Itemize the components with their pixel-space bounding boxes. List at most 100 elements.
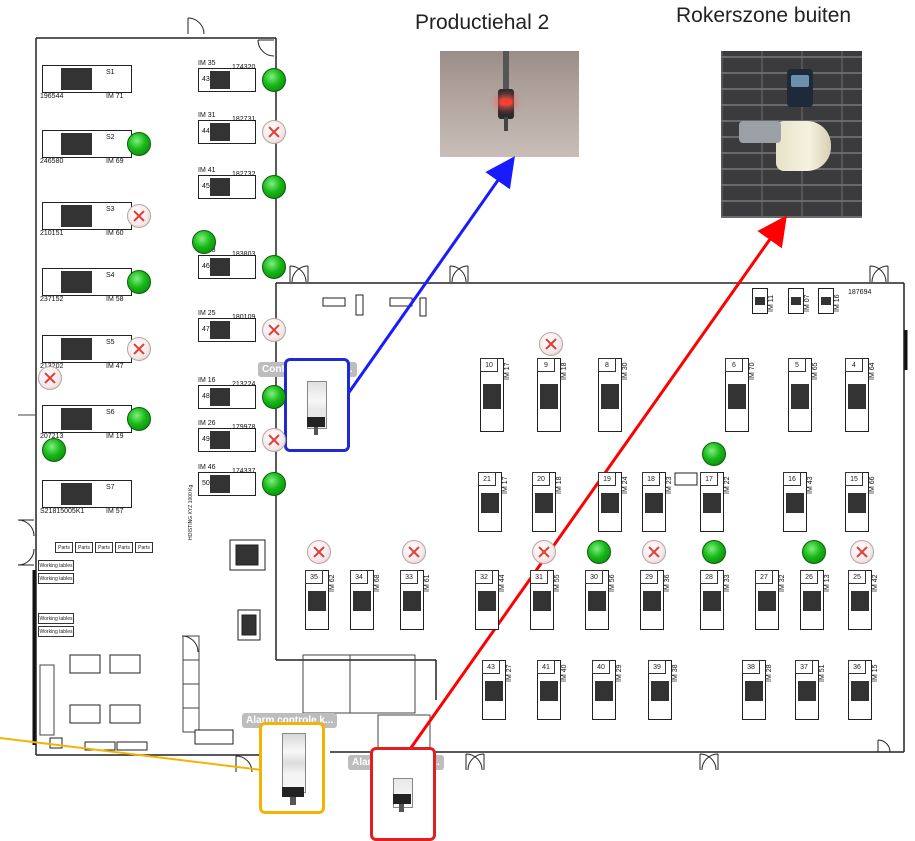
machine (788, 288, 804, 314)
machine (482, 660, 506, 720)
machine-number: 15 (845, 472, 863, 486)
status-bad-icon (532, 540, 556, 564)
machine-id: 179978 (232, 424, 256, 431)
machine-im-label: IM 44 (499, 574, 506, 592)
machine (42, 405, 132, 433)
photo-productiehal (440, 51, 579, 157)
machine-im-label: IM 51 (819, 664, 826, 682)
machine-number: 17 (700, 472, 718, 486)
machine-im-label: IM 25 (198, 310, 216, 317)
machine-im-label: IM 46 (198, 464, 216, 471)
machine-im-label: IM 27 (506, 664, 513, 682)
machine-im-label: IM 29 (616, 664, 623, 682)
orange-line (0, 737, 263, 771)
machine (42, 480, 132, 508)
machine-im-label: IM 57 (106, 508, 124, 515)
working-table: Working tables (38, 626, 74, 637)
machine-number: 18 (642, 472, 660, 486)
status-bad-icon (127, 204, 151, 228)
status-ok-icon (587, 540, 611, 564)
photo-title-productiehal: Productiehal 2 (415, 11, 550, 34)
working-table: Working tables (38, 613, 74, 624)
machine-id: 237152 (40, 296, 64, 303)
machine-number: 44 (202, 128, 210, 135)
machine-im-label: IM 26 (198, 420, 216, 427)
machine-number: 19 (598, 472, 616, 486)
machine-im-label: IM 61 (424, 574, 431, 592)
machine-im-label: IM 64 (869, 362, 876, 380)
machine (788, 358, 812, 432)
machine-number: S7 (106, 484, 115, 491)
machine-number: 29 (640, 570, 658, 584)
machine-im-label: IM 62 (329, 574, 336, 592)
machine-number: 10 (480, 358, 498, 372)
machine-number: 4 (845, 358, 863, 372)
status-ok-icon (262, 255, 286, 279)
machine-im-label: IM 55 (554, 574, 561, 592)
red-arrow (406, 215, 787, 753)
machine-number: 49 (202, 436, 210, 443)
status-ok-icon (127, 407, 151, 431)
machine-number: 33 (400, 570, 418, 584)
machine-number: 41 (537, 660, 555, 674)
status-ok-icon (262, 385, 286, 409)
machine-im-label: IM 66 (869, 476, 876, 494)
machine-im-label: IM 65 (812, 362, 819, 380)
machine (752, 288, 768, 314)
status-ok-icon (802, 540, 826, 564)
sensor-bracket (503, 51, 509, 91)
machine (42, 65, 132, 93)
machine-im-label: IM 69 (106, 158, 124, 165)
callout-controle-alarm[interactable] (284, 358, 350, 452)
parts-row: Parts Parts Parts Parts Parts (55, 542, 153, 553)
machine-number: 40 (592, 660, 610, 674)
machine (42, 335, 132, 363)
machine-im-label: IM 18 (561, 362, 568, 380)
status-ok-icon (192, 230, 216, 254)
machine (198, 255, 256, 279)
parts-box: Parts (55, 542, 73, 553)
machine-number: 45 (202, 183, 210, 190)
machine-id: 174320 (232, 64, 256, 71)
machine-im-label: IM 17 (502, 476, 509, 494)
machine-number: 5 (788, 358, 806, 372)
machine-im-label: IM 19 (106, 433, 124, 440)
machine-im-label: IM 17 (504, 362, 511, 380)
status-ok-icon (702, 540, 726, 564)
machine-im-label: IM 43 (807, 476, 814, 494)
machine-number: 6 (725, 358, 743, 372)
machine-im-label: IM 41 (198, 167, 216, 174)
machine (198, 472, 256, 496)
machine-im-label: IM 60 (106, 230, 124, 237)
parts-box: Parts (95, 542, 113, 553)
machine (198, 68, 256, 92)
machine-number: 32 (475, 570, 493, 584)
status-bad-icon (262, 318, 286, 342)
machine-im-label: IM 40 (561, 664, 568, 682)
machine-number: 26 (800, 570, 818, 584)
machine (198, 428, 256, 452)
status-bad-icon (262, 120, 286, 144)
machine (42, 130, 132, 158)
machine-number: 38 (742, 660, 760, 674)
machine-im-label: IM 15 (872, 664, 879, 682)
machine-im-label: IM 23 (666, 476, 673, 494)
machine-number: 43 (482, 660, 500, 674)
machine-number: 30 (585, 570, 603, 584)
machine-id: 187694 (848, 289, 872, 296)
status-bad-icon (127, 337, 151, 361)
status-ok-icon (42, 438, 66, 462)
wall-accents (32, 330, 908, 745)
machine-number: 28 (700, 570, 718, 584)
machine-number: 20 (532, 472, 550, 486)
machine-number: S3 (106, 206, 115, 213)
callout-alarm-controle-b[interactable] (370, 747, 436, 841)
machine-number: 8 (598, 358, 616, 372)
machine-im-label: IM 18 (556, 476, 563, 494)
callout-alarm-controle-k[interactable] (259, 722, 325, 814)
machine-number: 48 (202, 393, 210, 400)
status-bad-icon (307, 540, 331, 564)
machine-im-label: IM 56 (609, 574, 616, 592)
machine-number: 21 (478, 472, 496, 486)
